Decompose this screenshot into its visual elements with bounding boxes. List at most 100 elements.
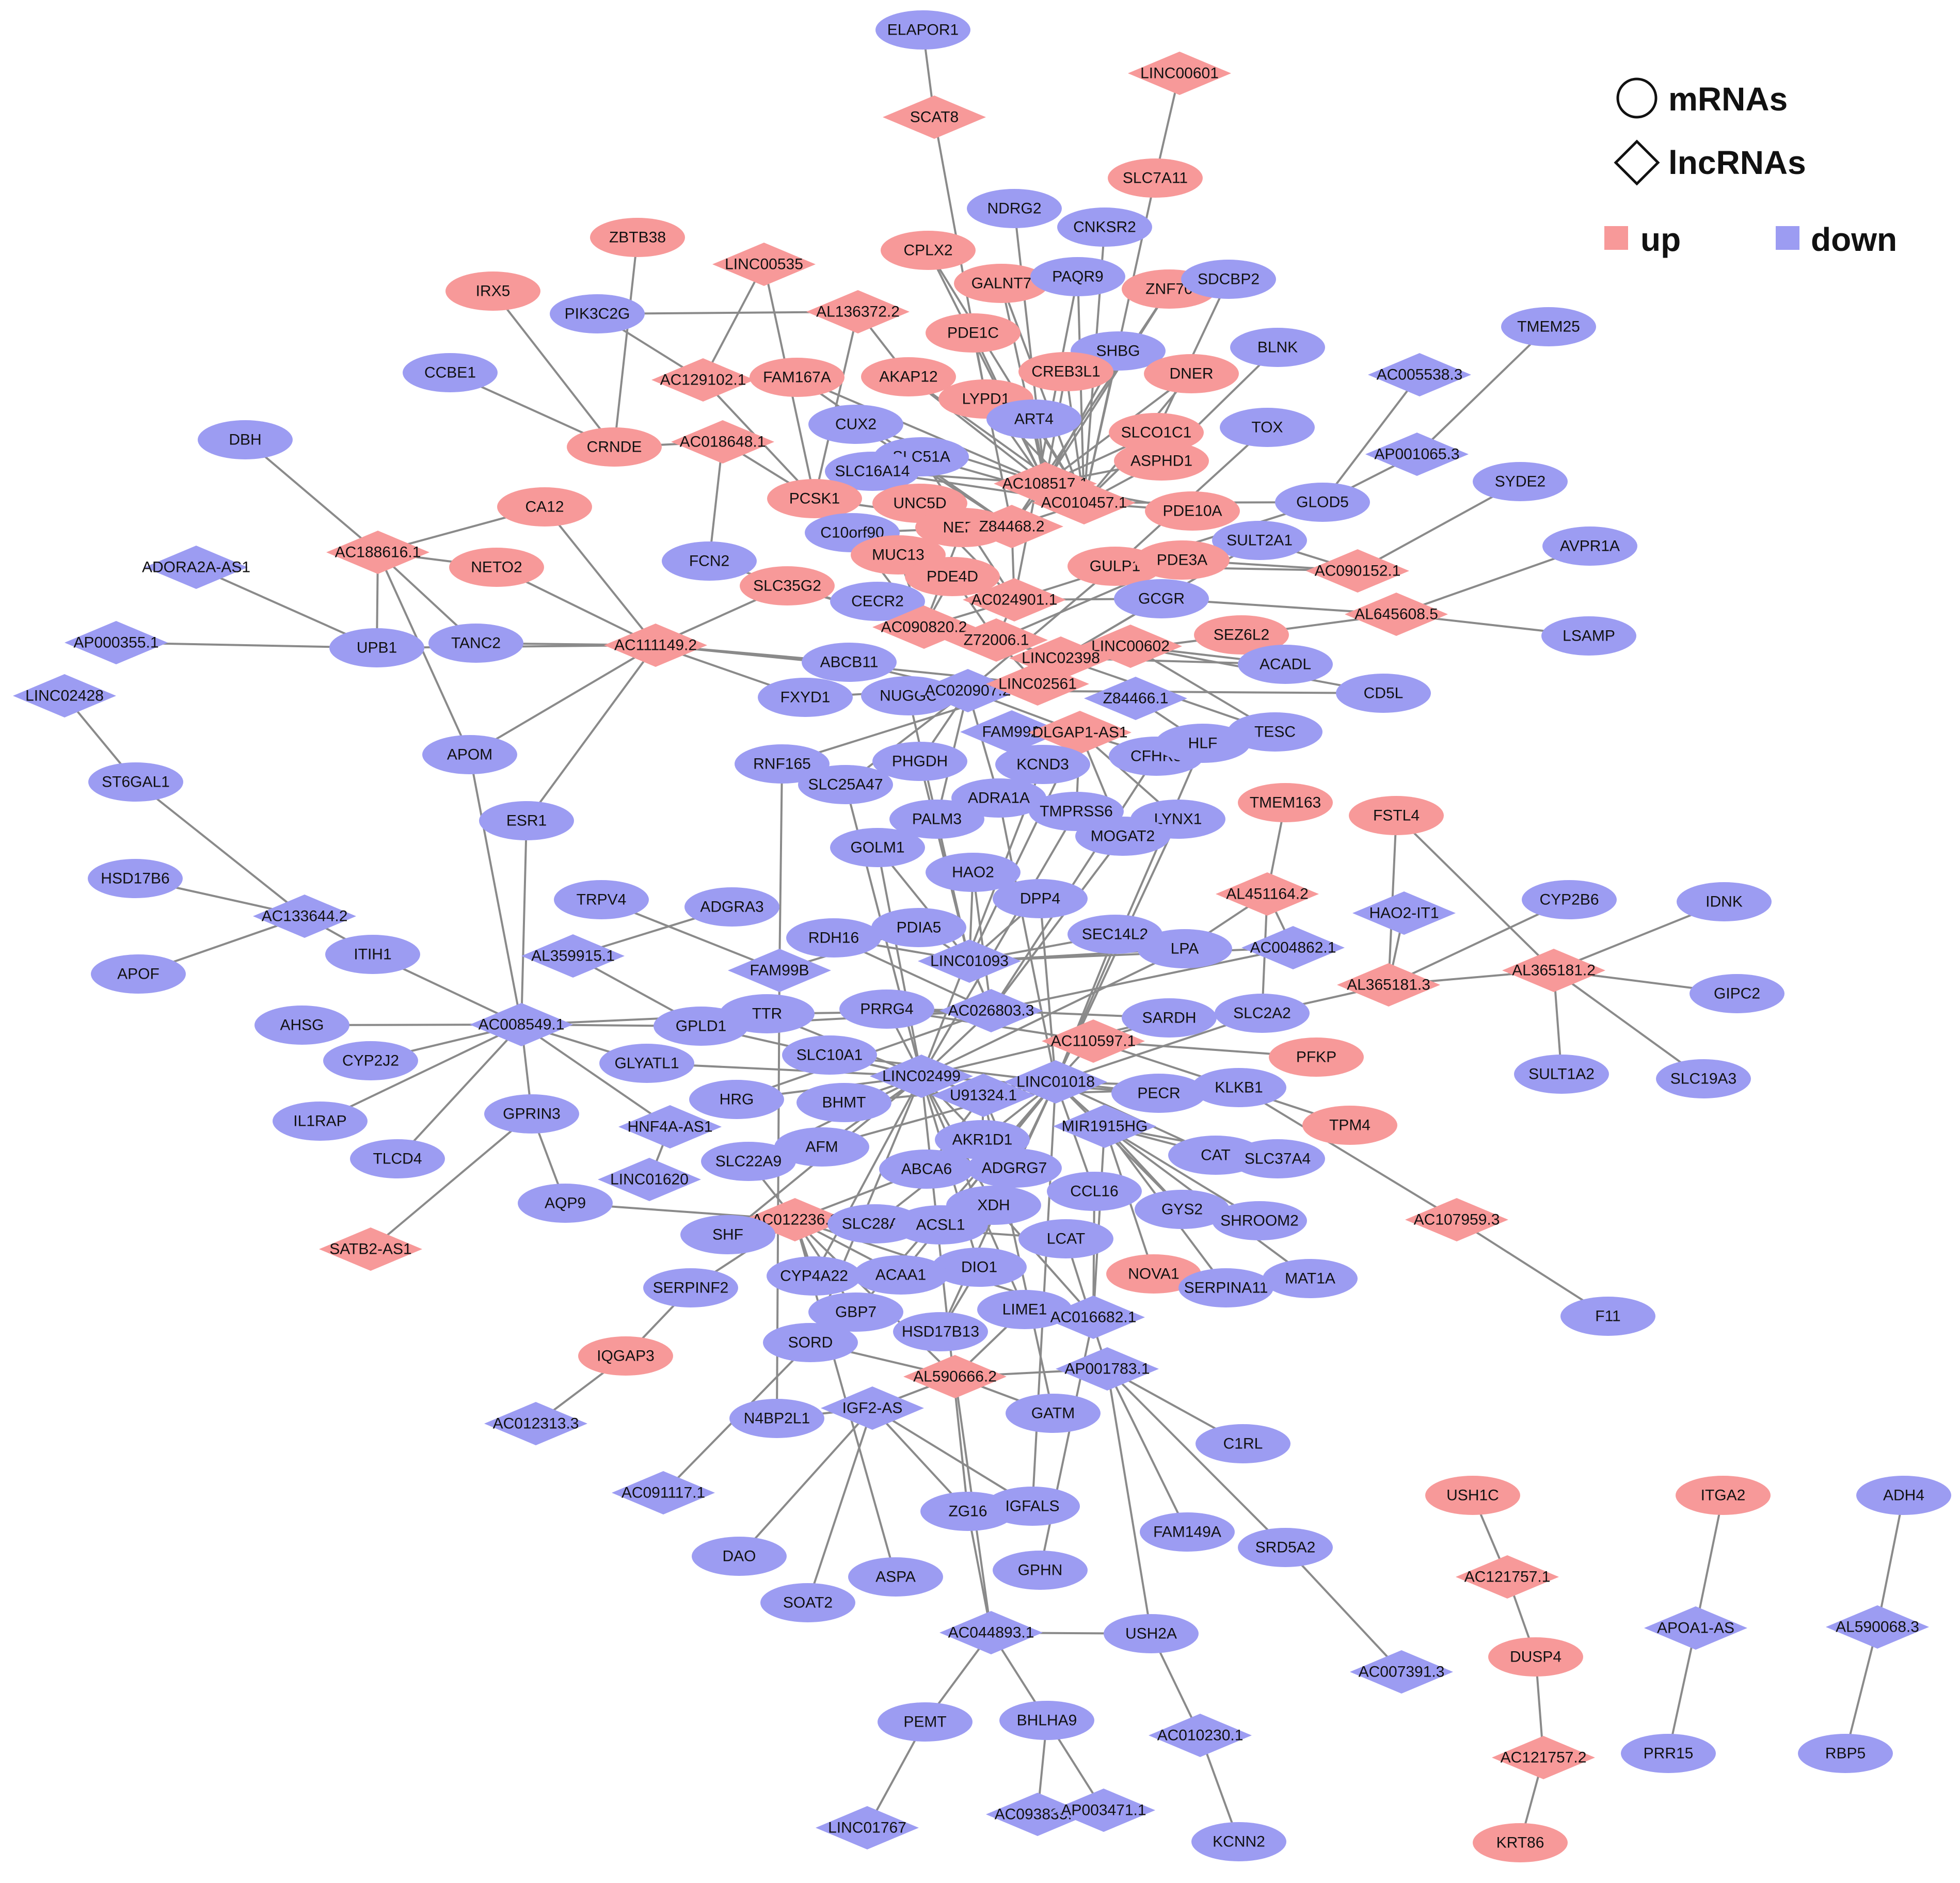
mrna-node[interactable]: FAM167A bbox=[750, 358, 844, 397]
mrna-node[interactable]: SARDH bbox=[1122, 998, 1217, 1038]
mrna-node[interactable]: GIPC2 bbox=[1690, 974, 1784, 1013]
mrna-node[interactable]: CNKSR2 bbox=[1057, 208, 1152, 247]
mrna-node[interactable]: CCBE1 bbox=[403, 353, 498, 392]
lncrna-node[interactable]: AC133644.2 bbox=[253, 895, 356, 938]
mrna-node[interactable]: AHSG bbox=[254, 1006, 349, 1045]
lncrna-node[interactable]: AC110597.1 bbox=[1042, 1019, 1145, 1063]
mrna-node[interactable]: ESR1 bbox=[479, 801, 574, 840]
mrna-node[interactable]: TPM4 bbox=[1302, 1106, 1397, 1145]
mrna-node[interactable]: AFM bbox=[774, 1127, 869, 1167]
mrna-node[interactable]: IRX5 bbox=[445, 272, 540, 311]
mrna-node[interactable]: LPA bbox=[1137, 929, 1232, 968]
mrna-node[interactable]: PRR15 bbox=[1621, 1734, 1716, 1773]
mrna-node[interactable]: DBH bbox=[198, 420, 293, 459]
mrna-node[interactable]: NOVA1 bbox=[1106, 1254, 1201, 1294]
lncrna-node[interactable]: Z72006.1 bbox=[945, 618, 1048, 662]
lncrna-node[interactable]: LINC00601 bbox=[1128, 52, 1231, 95]
mrna-node[interactable]: RNF165 bbox=[735, 744, 830, 784]
mrna-node[interactable]: ADH4 bbox=[1856, 1476, 1951, 1515]
mrna-node[interactable]: KCNN2 bbox=[1191, 1822, 1286, 1861]
mrna-node[interactable]: FAM149A bbox=[1140, 1512, 1235, 1552]
mrna-node[interactable]: C1RL bbox=[1196, 1424, 1290, 1463]
lncrna-node[interactable]: FAM99B bbox=[728, 949, 831, 992]
mrna-node[interactable]: PDIA5 bbox=[871, 908, 966, 947]
mrna-node[interactable]: PDE3A bbox=[1135, 540, 1230, 580]
mrna-node[interactable]: BHLHA9 bbox=[999, 1701, 1094, 1740]
mrna-node[interactable]: BHMT bbox=[796, 1083, 891, 1122]
mrna-node[interactable]: PIK3C2G bbox=[550, 294, 645, 333]
mrna-node[interactable]: ITGA2 bbox=[1676, 1476, 1771, 1515]
mrna-node[interactable]: GALNT7 bbox=[954, 264, 1049, 303]
mrna-node[interactable]: GOLM1 bbox=[830, 828, 925, 867]
mrna-node[interactable]: USH1C bbox=[1425, 1476, 1520, 1515]
lncrna-node[interactable]: ADORA2A-AS1 bbox=[142, 546, 250, 589]
lncrna-node[interactable]: AC004862.1 bbox=[1241, 926, 1345, 969]
lncrna-node[interactable]: LINC01620 bbox=[598, 1158, 701, 1201]
mrna-node[interactable]: N4BP2L1 bbox=[729, 1399, 824, 1438]
mrna-node[interactable]: GATM bbox=[1006, 1394, 1101, 1433]
mrna-node[interactable]: TOX bbox=[1220, 408, 1315, 447]
lncrna-node[interactable]: AC093835.1 bbox=[986, 1793, 1089, 1836]
lncrna-node[interactable]: AC026803.3 bbox=[939, 989, 1043, 1032]
mrna-node[interactable]: TLCD4 bbox=[350, 1139, 445, 1178]
lncrna-node[interactable]: AC024901.1 bbox=[963, 578, 1066, 621]
lncrna-node[interactable]: AC090152.1 bbox=[1306, 549, 1409, 593]
mrna-node[interactable]: DAO bbox=[692, 1537, 787, 1576]
mrna-node[interactable]: LSAMP bbox=[1541, 616, 1636, 656]
mrna-node[interactable]: AVPR1A bbox=[1542, 526, 1637, 566]
mrna-node[interactable]: ST6GAL1 bbox=[88, 762, 183, 802]
mrna-node[interactable]: RDH16 bbox=[786, 918, 881, 958]
mrna-node[interactable]: TTR bbox=[720, 994, 815, 1033]
mrna-node[interactable]: SLC19A3 bbox=[1656, 1059, 1751, 1098]
mrna-node[interactable]: SRD5A2 bbox=[1238, 1528, 1333, 1567]
mrna-node[interactable]: SLC7A11 bbox=[1108, 158, 1203, 198]
mrna-node[interactable]: ADGRG7 bbox=[967, 1148, 1062, 1188]
lncrna-node[interactable]: LINC00535 bbox=[712, 243, 816, 286]
mrna-node[interactable]: SYDE2 bbox=[1473, 462, 1568, 501]
mrna-node[interactable]: GCGR bbox=[1114, 579, 1209, 618]
lncrna-node[interactable]: U91324.1 bbox=[932, 1074, 1035, 1117]
mrna-node[interactable]: TANC2 bbox=[428, 624, 523, 663]
lncrna-node[interactable]: AL645608.5 bbox=[1345, 593, 1448, 636]
lncrna-node[interactable]: HNF4A-AS1 bbox=[618, 1105, 722, 1148]
lncrna-node[interactable]: AC091117.1 bbox=[612, 1471, 715, 1514]
mrna-node[interactable]: KRT86 bbox=[1473, 1823, 1568, 1862]
mrna-node[interactable]: HLF bbox=[1155, 724, 1250, 763]
mrna-node[interactable]: CCL16 bbox=[1047, 1172, 1142, 1211]
mrna-node[interactable]: GPRIN3 bbox=[484, 1094, 579, 1134]
lncrna-node[interactable]: AL359915.1 bbox=[521, 934, 625, 978]
lncrna-node[interactable]: AC018648.1 bbox=[671, 420, 774, 464]
mrna-node[interactable]: RBP5 bbox=[1798, 1734, 1893, 1773]
lncrna-node[interactable]: AL365181.3 bbox=[1337, 963, 1440, 1007]
lncrna-node[interactable]: AP001065.3 bbox=[1365, 433, 1469, 476]
mrna-node[interactable]: GLOD5 bbox=[1275, 483, 1370, 522]
mrna-node[interactable]: CYP2J2 bbox=[323, 1041, 418, 1080]
lncrna-node[interactable]: IGF2-AS bbox=[821, 1386, 924, 1430]
mrna-node[interactable]: SHROOM2 bbox=[1212, 1201, 1307, 1240]
lncrna-node[interactable]: AC044893.1 bbox=[939, 1611, 1043, 1654]
mrna-node[interactable]: TMEM25 bbox=[1501, 307, 1596, 346]
lncrna-node[interactable]: AC007391.3 bbox=[1350, 1650, 1453, 1694]
mrna-node[interactable]: MAT1A bbox=[1263, 1259, 1358, 1298]
mrna-node[interactable]: GPHN bbox=[993, 1551, 1088, 1590]
mrna-node[interactable]: ADGRA3 bbox=[684, 887, 779, 927]
lncrna-node[interactable]: AC188616.1 bbox=[326, 531, 429, 574]
mrna-node[interactable]: FXYD1 bbox=[758, 678, 853, 717]
mrna-node[interactable]: CREB3L1 bbox=[1018, 352, 1113, 391]
mrna-node[interactable]: PDE4D bbox=[905, 557, 1000, 596]
mrna-node[interactable]: PDE1C bbox=[926, 313, 1021, 353]
mrna-node[interactable]: PEMT bbox=[878, 1702, 973, 1742]
mrna-node[interactable]: NDRG2 bbox=[967, 189, 1062, 228]
lncrna-node[interactable]: AL136372.2 bbox=[806, 290, 910, 333]
lncrna-node[interactable]: FAM99A bbox=[960, 710, 1063, 754]
mrna-node[interactable]: ART4 bbox=[986, 400, 1081, 439]
mrna-node[interactable]: PFKP bbox=[1269, 1038, 1364, 1077]
mrna-node[interactable]: SULT1A2 bbox=[1514, 1055, 1609, 1094]
mrna-node[interactable]: ASPHD1 bbox=[1114, 441, 1209, 481]
mrna-node[interactable]: CRNDE bbox=[567, 427, 662, 467]
mrna-node[interactable]: ACADL bbox=[1238, 645, 1333, 684]
lncrna-node[interactable]: LINC01018 bbox=[1004, 1060, 1107, 1104]
mrna-node[interactable]: SEZ6L2 bbox=[1194, 615, 1289, 655]
mrna-node[interactable]: SERPINA11 bbox=[1178, 1268, 1273, 1307]
mrna-node[interactable]: ACSL1 bbox=[893, 1205, 988, 1244]
